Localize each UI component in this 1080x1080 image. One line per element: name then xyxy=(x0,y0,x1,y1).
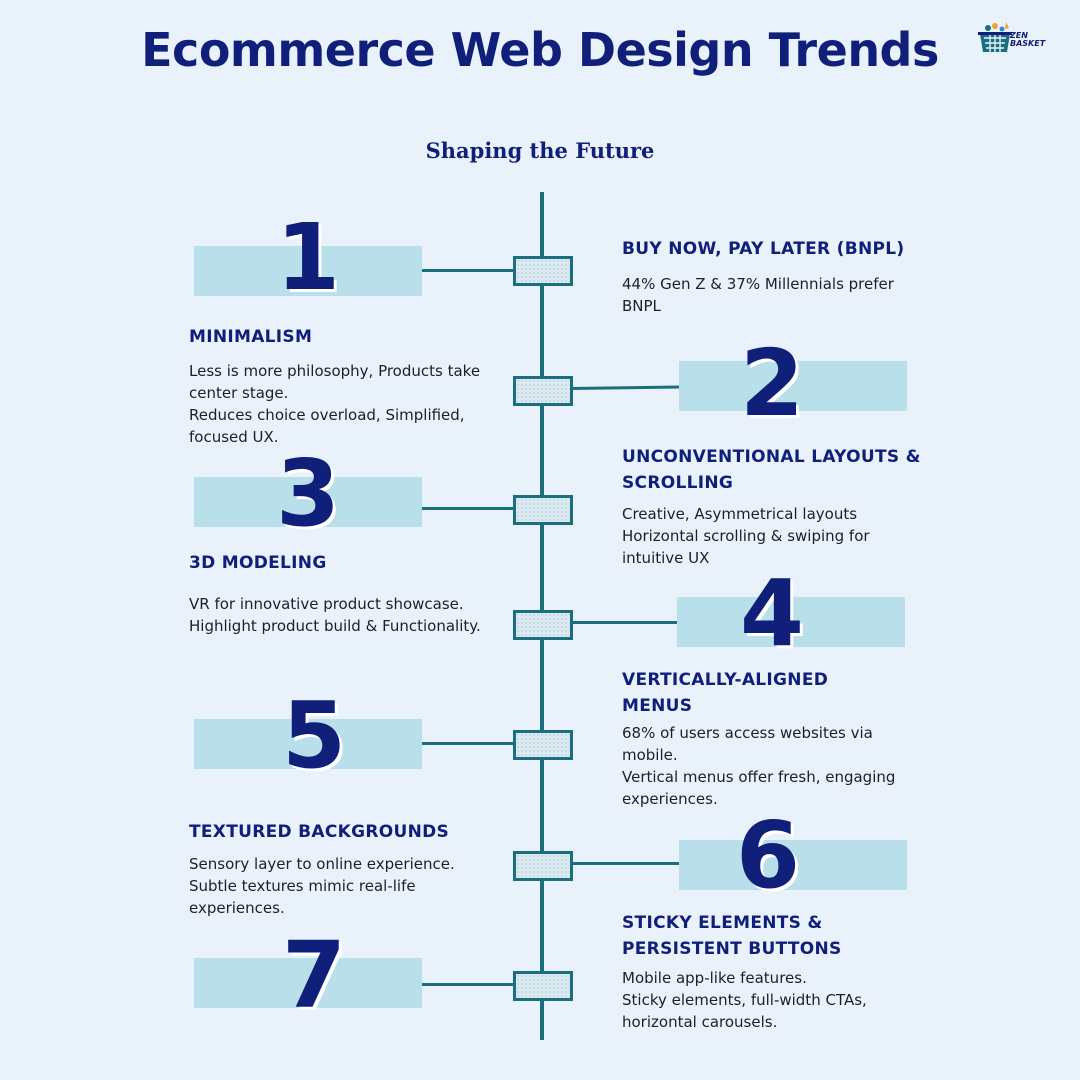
trend-desc-7: Mobile app-like features. Sticky element… xyxy=(622,967,922,1033)
number-band-5 xyxy=(194,719,422,769)
number-band-7 xyxy=(194,958,422,1008)
trend-desc-5-line-2: Vertical menus offer fresh, engaging exp… xyxy=(622,768,896,808)
number-band-1 xyxy=(194,246,422,296)
trend-title-7: STICKY ELEMENTS & PERSISTENT BUTTONS xyxy=(622,913,842,959)
timeline-node-4 xyxy=(513,610,573,640)
number-band-4 xyxy=(677,597,905,647)
trend-desc-2: Less is more philosophy, Products take c… xyxy=(189,360,489,448)
trend-desc-1: 44% Gen Z & 37% Millennials prefer BNPL xyxy=(622,273,922,317)
connector-3 xyxy=(422,507,516,510)
trend-title-1: BUY NOW, PAY LATER (BNPL) xyxy=(622,239,905,259)
trend-desc-3-line-1: Creative, Asymmetrical layouts xyxy=(622,505,858,523)
timeline-node-5 xyxy=(513,730,573,760)
zen-basket-logo xyxy=(978,22,1012,52)
trend-desc-3-line-2: Horizontal scrolling & swiping for intui… xyxy=(622,527,870,567)
trend-desc-2-line-1: Less is more philosophy, Products take c… xyxy=(189,362,481,402)
trend-title-5: VERTICALLY-ALIGNED MENUS xyxy=(622,670,829,716)
page-title: Ecommerce Web Design Trends xyxy=(141,23,939,77)
trend-desc-4: VR for innovative product showcase. High… xyxy=(189,593,489,637)
trend-desc-4-line-1: VR for innovative product showcase. xyxy=(189,595,464,613)
trend-desc-7-line-2: Sticky elements, full-width CTAs, horizo… xyxy=(622,991,867,1031)
timeline-node-2 xyxy=(513,376,573,406)
trend-desc-6-line-1: Sensory layer to online experience. xyxy=(189,855,455,873)
trend-desc-5-line-1: 68% of users access websites via mobile. xyxy=(622,724,873,764)
timeline-node-6 xyxy=(513,851,573,881)
trend-title-4: 3D MODELING xyxy=(189,553,327,573)
trend-desc-4-line-2: Highlight product build & Functionality. xyxy=(189,617,481,635)
trend-desc-6: Sensory layer to online experience. Subt… xyxy=(189,853,499,919)
number-band-3 xyxy=(194,477,422,527)
trend-number-6: 6 xyxy=(735,802,800,909)
trend-number-2: 2 xyxy=(739,330,804,437)
connector-5 xyxy=(422,742,516,745)
connector-4 xyxy=(570,621,678,624)
connector-6 xyxy=(570,862,680,865)
trend-number-5: 5 xyxy=(281,682,346,789)
trend-desc-2-line-2: Reduces choice overload, Simplified, foc… xyxy=(189,406,465,446)
trend-desc-6-line-2: Subtle textures mimic real-life experien… xyxy=(189,877,416,917)
number-band-6 xyxy=(679,840,907,890)
timeline-node-7 xyxy=(513,971,573,1001)
trend-number-3: 3 xyxy=(275,440,340,547)
connector-1 xyxy=(422,269,516,272)
trend-number-4: 4 xyxy=(739,560,804,667)
trend-desc-5: 68% of users access websites via mobile.… xyxy=(622,722,932,810)
trend-title-3: UNCONVENTIONAL LAYOUTS & SCROLLING xyxy=(622,447,921,493)
timeline-node-3 xyxy=(513,495,573,525)
trend-title-2: MINIMALISM xyxy=(189,327,313,347)
trend-desc-1-line-1: 44% Gen Z & 37% Millennials prefer BNPL xyxy=(622,275,894,315)
trend-number-1: 1 xyxy=(275,204,340,311)
trend-desc-3: Creative, Asymmetrical layouts Horizonta… xyxy=(622,503,922,569)
trend-desc-7-line-1: Mobile app-like features. xyxy=(622,969,807,987)
page-subtitle: Shaping the Future xyxy=(425,138,655,163)
timeline-node-1 xyxy=(513,256,573,286)
trend-number-7: 7 xyxy=(281,922,346,1029)
number-band-2 xyxy=(679,361,907,411)
connector-7 xyxy=(422,983,516,986)
trend-title-6: TEXTURED BACKGROUNDS xyxy=(189,822,450,842)
